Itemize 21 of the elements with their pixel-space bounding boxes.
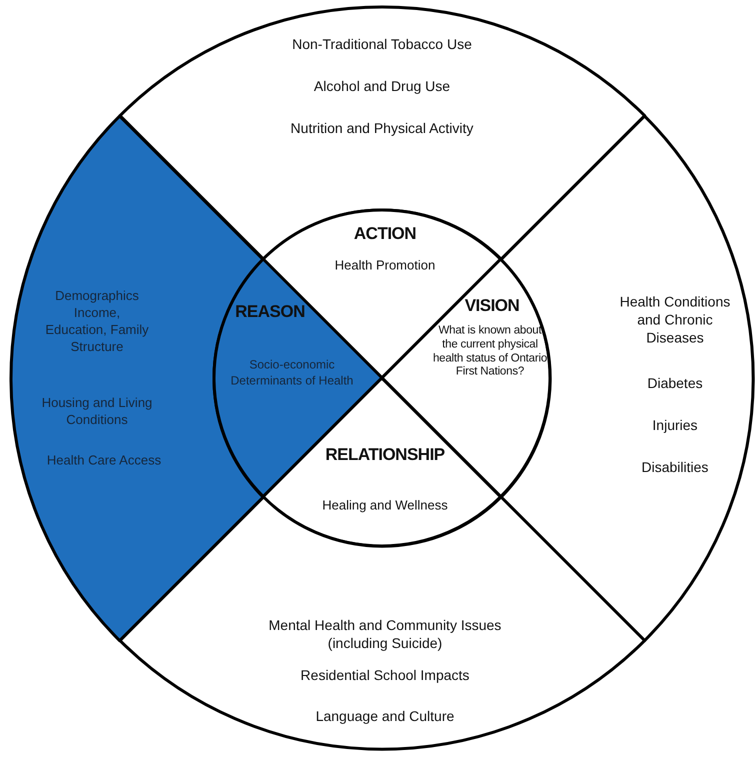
topic-text: Diabetes [646,374,704,392]
topic-text: Disabilities [640,458,710,476]
sector-description: Health Promotion [334,258,436,274]
topic-text: Health Care Access [46,452,162,470]
sector-title: VISION [464,294,520,317]
topic-text: Housing and Living Conditions [40,395,154,429]
topic-text: Residential School Impacts [300,666,470,684]
sector-description: Socio-economic Determinants of Health [230,357,354,389]
topic-text: Demographics Income, Education, Family Structure [44,288,150,356]
topic-text: Injuries [651,416,699,434]
sector-title: RELATIONSHIP [324,444,446,466]
topic-text: Nutrition and Physical Activity [290,118,474,138]
sector-title: ACTION [352,222,418,245]
topic-text: Alcohol and Drug Use [312,76,452,96]
topic-text: Mental Health and Community Issues (including Suicide) [268,616,502,652]
sector-description: Healing and Wellness [321,498,449,514]
topic-text: Health Conditions and Chronic Diseases [618,292,732,348]
sector-description: What is known about the current physical health status of Ontario First Nations? [432,324,548,380]
topic-text: Non-Traditional Tobacco Use [291,34,473,54]
sector-title: REASON [234,300,306,323]
topic-text: Language and Culture [314,706,456,726]
